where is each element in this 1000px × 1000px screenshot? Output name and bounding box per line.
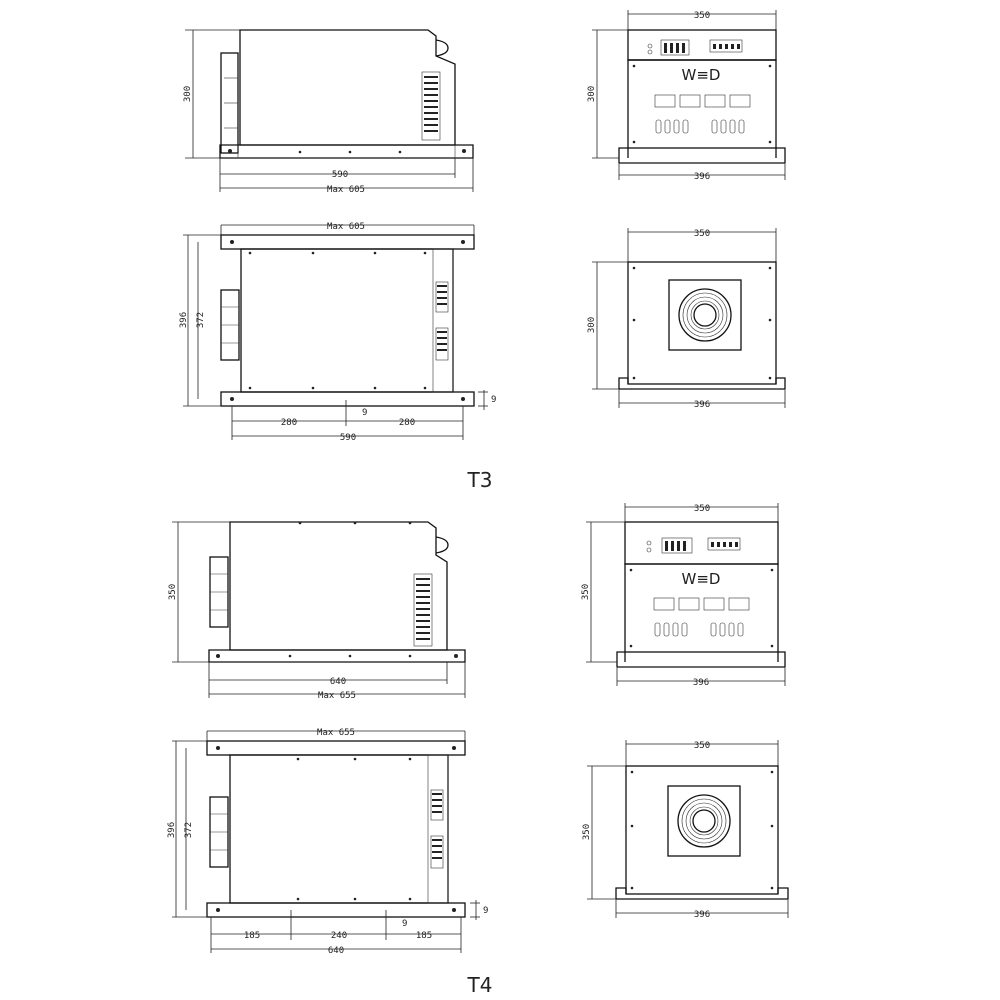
t3-side-view: 300 590 Max 605 — [183, 29, 474, 195]
t4-top-seg-right-label: 185 — [416, 931, 432, 941]
t3-top-outer-label: 396 — [179, 312, 189, 328]
t4-top-outer-label: 396 — [167, 822, 177, 838]
t4-rear-width-label: 350 — [694, 741, 710, 751]
t4-top-seg-mid-label: 240 — [331, 931, 347, 941]
t3-front-height-label: 300 — [587, 86, 597, 102]
t4-rear-base-label: 396 — [694, 910, 710, 920]
t4-front-width-label: 350 — [694, 504, 710, 514]
t4-front-logo: W≡D — [682, 570, 721, 588]
t4-side-height-label: 350 — [168, 584, 178, 600]
t3-rear-height-label: 300 — [587, 317, 597, 333]
t3-side-max-label: Max 605 — [327, 185, 365, 195]
t4-side-max-label: Max 655 — [318, 691, 356, 701]
t4-rear-height-label: 350 — [582, 824, 592, 840]
t4-rear-view: 350 350 396 — [582, 740, 789, 920]
t3-front-view: 350 W≡D 300 396 — [587, 10, 786, 182]
t3-top-view: Max 605 396 372 9 280 280 9 590 — [179, 222, 496, 443]
t4-model-label: T4 — [467, 973, 493, 997]
t3-rear-width-label: 350 — [694, 229, 710, 239]
t4-front-view: 350 W≡D 350 396 — [581, 503, 786, 688]
t3-rear-view: 350 300 396 — [587, 228, 786, 410]
t3-front-width-label: 350 — [694, 11, 710, 21]
t4-top-edge-label: 9 — [483, 906, 488, 916]
t4-top-seg-left-label: 185 — [244, 931, 260, 941]
t4-top-view: Max 655 396 372 9 185 240 185 9 640 — [167, 728, 488, 956]
t4-front-height-label: 350 — [581, 584, 591, 600]
t3-top-seg-right-label: 280 — [399, 418, 415, 428]
t3-side-height-label: 300 — [183, 86, 193, 102]
t3-side-length-label: 590 — [332, 170, 348, 180]
t3-top-inner-label: 372 — [196, 312, 206, 328]
t4-top-gap-label: 9 — [402, 919, 407, 929]
t3-rear-base-label: 396 — [694, 400, 710, 410]
t3-front-logo: W≡D — [682, 66, 721, 84]
t4-front-base-label: 396 — [693, 678, 709, 688]
t4-side-view: 350 640 Max 655 — [168, 521, 466, 701]
t4-side-length-label: 640 — [330, 677, 346, 687]
t3-front-base-label: 396 — [694, 172, 710, 182]
t3-top-gap-label: 9 — [362, 408, 367, 418]
t4-top-total-label: 640 — [328, 946, 344, 956]
t3-top-edge-label: 9 — [491, 395, 496, 405]
t4-top-inner-label: 372 — [184, 822, 194, 838]
t4-top-max-label: Max 655 — [317, 728, 355, 738]
t3-top-total-label: 590 — [340, 433, 356, 443]
t3-model-label: T3 — [467, 468, 493, 492]
t3-top-max-label: Max 605 — [327, 222, 365, 232]
t3-top-seg-left-label: 280 — [281, 418, 297, 428]
